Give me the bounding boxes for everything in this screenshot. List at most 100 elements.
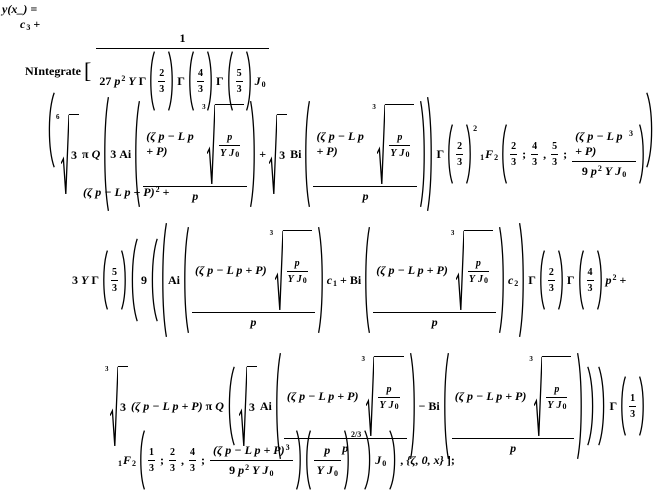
text-three: 3 bbox=[248, 399, 255, 414]
text-pi: π bbox=[205, 398, 213, 413]
text-p: p bbox=[362, 189, 369, 203]
text-Gamma: Γ bbox=[566, 272, 575, 287]
text-Y: Y bbox=[128, 73, 136, 88]
text-Gamma: Γ bbox=[528, 272, 536, 287]
text-zp: (ζ p − L p + P) bbox=[194, 262, 267, 277]
text-Y: Y bbox=[252, 462, 260, 477]
left-paren-icon bbox=[102, 250, 108, 310]
text-zp: (ζ p − L p + P) bbox=[316, 129, 364, 158]
left-paren-icon bbox=[150, 238, 158, 322]
text-semi: ; bbox=[563, 146, 568, 161]
text-three: 3 bbox=[120, 399, 126, 414]
text-three: 3 bbox=[190, 462, 196, 474]
text-five: 5 bbox=[236, 67, 242, 79]
denominator: 3 bbox=[189, 459, 197, 474]
subscript: 0 bbox=[484, 276, 488, 285]
subscript: 0 bbox=[262, 80, 266, 89]
text-p: p bbox=[386, 383, 392, 395]
right-paren-icon bbox=[207, 51, 213, 111]
text-plus: + bbox=[340, 272, 347, 287]
left-paren-icon bbox=[304, 100, 310, 208]
radical-sign-icon bbox=[534, 356, 542, 436]
right-paren-icon bbox=[577, 352, 583, 460]
text-plus: + bbox=[619, 272, 627, 287]
numerator: p bbox=[287, 258, 308, 271]
text-c: c bbox=[507, 272, 514, 287]
numerator: 5 bbox=[551, 141, 558, 154]
denominator: 3 bbox=[158, 80, 166, 95]
text-Bi: Bi bbox=[290, 146, 302, 161]
numerator: 2 bbox=[169, 447, 176, 460]
left-paren-icon bbox=[227, 51, 233, 111]
left-paren-icon bbox=[134, 100, 140, 208]
superscript: 3 bbox=[629, 129, 633, 138]
text-Gamma: Γ bbox=[609, 398, 618, 413]
numerator: 1 bbox=[148, 447, 155, 460]
text-two: 2 bbox=[132, 458, 137, 468]
text-p: p bbox=[342, 441, 349, 455]
root-index: 3 bbox=[361, 355, 365, 363]
text-one: 1 bbox=[480, 152, 485, 162]
subscript: 0 bbox=[382, 459, 386, 468]
text-two: 2 bbox=[514, 278, 519, 288]
text-p: p bbox=[238, 462, 245, 477]
subscript: 0 bbox=[622, 170, 626, 179]
text-F: F bbox=[123, 452, 132, 467]
numerator: 2 bbox=[158, 68, 165, 81]
text-zero: 0 bbox=[302, 275, 307, 285]
subscript: 2 bbox=[514, 279, 518, 288]
text-Y: Y bbox=[604, 164, 613, 178]
superscript: 3 bbox=[286, 443, 290, 452]
text-nine: 9 bbox=[229, 462, 236, 477]
numerator: 1 bbox=[96, 31, 268, 48]
text-p: p bbox=[510, 441, 517, 455]
superscript: 2 bbox=[613, 273, 617, 282]
text-zp: (ζ p − L p + P) bbox=[83, 185, 155, 199]
text-three: 3 bbox=[548, 282, 554, 294]
text-p: p bbox=[590, 164, 597, 178]
text-one: 1 bbox=[149, 446, 155, 458]
text-two: 2 bbox=[612, 272, 617, 282]
text-semi: ; bbox=[160, 452, 165, 467]
numerator: 4 bbox=[531, 141, 538, 154]
text-p: p bbox=[475, 257, 481, 269]
denominator: 3 bbox=[169, 459, 177, 474]
subscript: 0 bbox=[334, 469, 338, 478]
text-Y: Y bbox=[316, 462, 324, 477]
numerator: p bbox=[219, 132, 240, 145]
text-plus: + bbox=[259, 146, 267, 161]
text-p: p bbox=[192, 189, 199, 203]
numerator: p bbox=[546, 384, 567, 397]
text-Bi: Bi bbox=[428, 398, 440, 413]
text-plus: + bbox=[162, 185, 170, 199]
denominator: 3 bbox=[547, 279, 555, 294]
radicand: 3 bbox=[246, 366, 257, 446]
text-three: 3 bbox=[511, 156, 517, 168]
